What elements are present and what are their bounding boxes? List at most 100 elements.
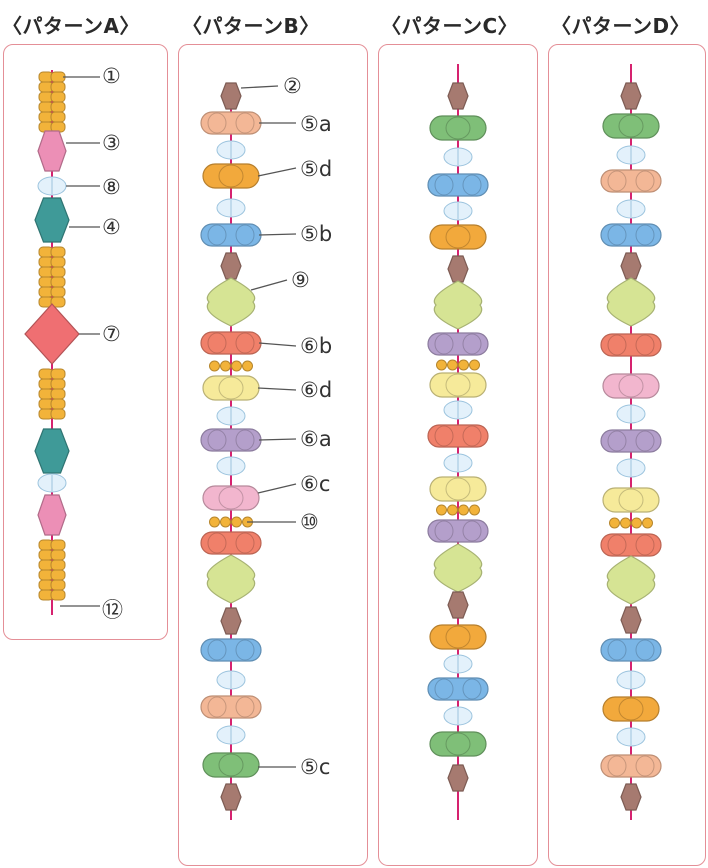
seed-bead (231, 360, 242, 372)
seed-bead (620, 517, 631, 529)
seed-bead (458, 504, 469, 516)
yellow-oval-bead (602, 487, 660, 513)
brown-bicone-bead (447, 764, 469, 792)
callout-line (257, 167, 297, 177)
seed-bead (50, 388, 66, 400)
brown-bicone-bead (447, 591, 469, 619)
green-oval-bead (429, 731, 487, 757)
yellow-oval-bead (429, 372, 487, 398)
brown-bicone-bead (620, 82, 642, 110)
teal-hex-bead (34, 197, 70, 243)
seed-bead (436, 504, 447, 516)
label-b-5c: ⑤c (300, 755, 331, 779)
green-oval-bead (602, 113, 660, 139)
seed-bead (50, 71, 66, 83)
seed-bead (50, 286, 66, 298)
purple-bead (600, 429, 662, 453)
yellow-oval-bead (429, 476, 487, 502)
seed-bead (50, 276, 66, 288)
seed-bead (50, 266, 66, 278)
seed-bead (50, 81, 66, 93)
label-b-5b: ⑤b (300, 222, 333, 246)
label-b-2: ② (283, 74, 302, 98)
blue-bead (427, 173, 489, 197)
seed-bead (447, 359, 458, 371)
brown-bicone-bead (220, 783, 242, 811)
label-b-6b: ⑥b (300, 334, 333, 358)
blue-bead (200, 638, 262, 662)
callout-line (257, 483, 297, 494)
brown-bicone-bead (220, 607, 242, 635)
brown-bicone-bead (447, 82, 469, 110)
brown-bicone-bead (620, 783, 642, 811)
coral-bead (600, 333, 662, 357)
seed-bead (469, 359, 480, 371)
seed-bead (50, 111, 66, 123)
seed-bead (50, 91, 66, 103)
brown-bicone-bead (620, 252, 642, 280)
orange-oval-bead (429, 624, 487, 650)
callout-line (250, 279, 288, 291)
label-a-4: ④ (102, 215, 121, 239)
pink-hex-bead (37, 494, 67, 536)
seed-bead (447, 504, 458, 516)
purple-bead (427, 332, 489, 356)
seed-bead (231, 516, 242, 528)
callout-line (257, 387, 297, 391)
seed-bead (50, 569, 66, 581)
green-leaf-bead (206, 554, 256, 604)
label-a-3: ③ (102, 131, 121, 155)
pattern-a-title: 〈パターンA〉 (2, 14, 140, 38)
seed-bead (50, 589, 66, 601)
green-leaf-bead (433, 280, 483, 330)
seed-bead (50, 398, 66, 410)
seed-bead (242, 360, 253, 372)
green-oval-bead (429, 115, 487, 141)
label-b-10: ⑩ (300, 510, 319, 534)
seed-bead (50, 579, 66, 591)
label-b-6a: ⑥a (300, 427, 332, 451)
seed-bead (50, 101, 66, 113)
seed-bead (220, 516, 231, 528)
blue-bead (600, 223, 662, 247)
seed-bead (209, 516, 220, 528)
callout-line (258, 438, 297, 441)
seed-bead (50, 256, 66, 268)
seed-bead (50, 378, 66, 390)
seed-bead (50, 559, 66, 571)
pink-oval-bead (202, 485, 260, 511)
green-leaf-bead (606, 277, 656, 327)
coral-bead (200, 531, 262, 555)
seed-bead (50, 296, 66, 308)
red-bicone-bead (24, 303, 80, 365)
seed-bead (50, 549, 66, 561)
salmon-bead (200, 111, 262, 135)
seed-bead (469, 504, 480, 516)
label-a-1: ① (102, 64, 121, 88)
blue-bead (600, 638, 662, 662)
label-a-12: ⑫ (102, 598, 123, 622)
orange-oval-bead (429, 224, 487, 250)
label-b-6d: ⑥d (300, 378, 333, 402)
pink-hex-bead (37, 130, 67, 172)
orange-oval-bead (202, 163, 260, 189)
label-a-8: ⑧ (102, 175, 121, 199)
callout-line (258, 342, 297, 347)
label-b-5a: ⑤a (300, 112, 332, 136)
label-b-5d: ⑤d (300, 157, 333, 181)
salmon-bead (600, 754, 662, 778)
purple-bead (427, 519, 489, 543)
brown-bicone-bead (447, 255, 469, 283)
purple-bead (200, 428, 262, 452)
pink-oval-bead (602, 373, 660, 399)
orange-oval-bead (602, 696, 660, 722)
brown-bicone-bead (220, 252, 242, 280)
seed-bead (631, 517, 642, 529)
blue-bead (200, 223, 262, 247)
pattern-c-title: 〈パターンC〉 (381, 14, 519, 38)
seed-bead (50, 368, 66, 380)
callout-line (258, 233, 297, 236)
brown-bicone-bead (620, 606, 642, 634)
green-leaf-bead (206, 277, 256, 327)
